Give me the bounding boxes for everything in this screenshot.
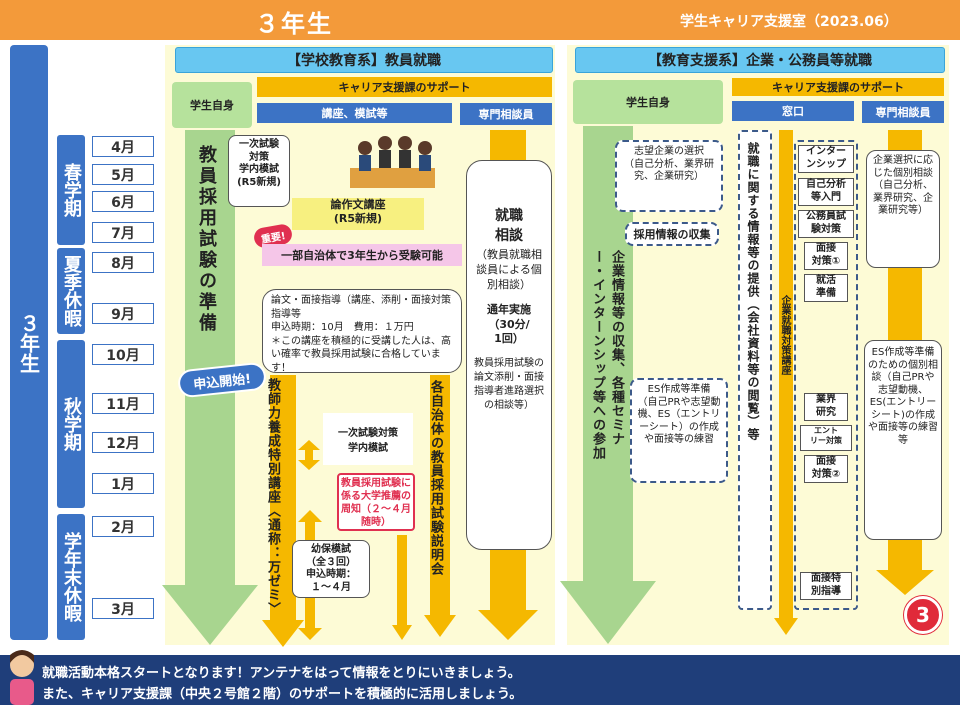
month-label: 2月 [92,516,154,537]
consult-detail: 教員採用試験の論文添削・面接指導者進路選択の相談等） [471,357,547,413]
course-intern: インター ンシップ [798,145,854,173]
course-self-analysis: 自己分析 等入門 [798,178,854,206]
footer-line1: 就職活動本格スタートとなります！アンテナをはって情報をとりにいきましょう。 [42,662,521,681]
info-provide-label: 就職に関する情報等の提供（会社資料等の閲覧）等 [745,142,762,542]
nursery-trial-box: 幼保模試 （全３回） 申込時期： １〜４月 [292,540,370,598]
company-choice-box: 志望企業の選択 （自己分析、業界研究、企業研究） [615,140,723,212]
consultation-card: 就職 相談 （教員就職相談員による個別相談） 通年実施 （30分/ 1回） 教員… [466,160,552,550]
small-orange-arrow [392,535,412,640]
special-course-label: 教師力養成特別講座〈通称：万ゼミ〉 [263,378,282,643]
briefing-label: 各自治体の教員採用試験説明会 [426,380,445,630]
course-civil-service: 公務員試 験対策 [798,210,854,238]
month-label: 11月 [92,393,154,414]
grade-label: ３年生 [10,45,48,640]
double-arrow-icon [298,440,320,470]
recommend-notice: 教員採用試験に係る大学推薦の周知（２〜４月随時） [337,473,415,531]
month-label: 12月 [92,432,154,453]
month-label: 8月 [92,252,154,273]
left-self-label: 学生自身 [172,82,252,128]
interview-bubble: 論文・面接指導（講座、添削・面接対策指導等 申込時期：10月 費用：１万円 ＊こ… [262,289,462,373]
consult-desc: （教員就職相談員による個別相談） [471,248,547,293]
student-avatar-icon [5,645,39,707]
month-label: 3月 [92,598,154,619]
term-winter: 学年末休暇 [57,514,85,640]
page-number-badge: 3 [904,596,942,634]
month-label: 6月 [92,191,154,212]
right-self-label: 学生自身 [573,80,723,124]
es-consult-box: ES作成等準備のための個別相談（自己PRや志望動機、ES(エントリーシート)の作… [864,340,942,540]
course-interview1: 面接 対策① [804,242,848,270]
left-section-title: 【学校教育系】教員就職 [175,47,553,73]
left-counselor-label: 専門相談員 [460,103,552,125]
left-support-label: キャリア支援課のサポート [257,77,552,97]
month-label: 4月 [92,136,154,157]
course-label: 企業就職対策講座 [777,295,792,405]
page-title: ３年生 [255,4,333,39]
right-window-label: 窓口 [732,101,854,121]
consult-title: 就職 相談 [471,207,547,246]
left-main-arrow-label: 教員採用試験の準備 [193,145,219,515]
left-lecture-label: 講座、模試等 [257,103,452,123]
month-label: 5月 [92,164,154,185]
consult-year-round: 通年実施 （30分/ 1回） [471,303,547,348]
trial1-box: 一次試験 対策 学内模試 (R5新規) [228,135,290,207]
month-label: 1月 [92,473,154,494]
course-industry: 業界 研究 [804,393,848,421]
month-label: 10月 [92,344,154,365]
trial2-box: 一次試験対策 学内模試 [323,413,413,465]
info-provide-box: 就職に関する情報等の提供（会社資料等の閲覧）等 [738,130,772,610]
month-label: 7月 [92,222,154,243]
company-consult-box: 企業選択に応じた個別相談（自己分析、業界研究、企業研究等） [866,150,940,268]
term-summer: 夏季休暇 [57,248,85,334]
course-entry: エント リー対策 [800,425,852,451]
term-autumn: 秋学期 [57,340,85,508]
recruit-info-box: 採用情報の収集 [625,222,719,246]
early-exam-notice: 一部自治体で3年生から受験可能 [262,244,462,266]
seminar-people-icon [345,128,440,193]
page-subtitle: 学生キャリア支援室（2023.06） [680,11,898,31]
right-support-label: キャリア支援課のサポート [732,78,944,96]
right-counselor-label: 専門相談員 [862,101,944,123]
course-interview-special: 面接特 別指導 [800,572,852,600]
course-interview2: 面接 対策② [804,455,848,483]
right-section-title: 【教育支援系】企業・公務員等就職 [575,47,945,73]
right-main-arrow-label: 企業情報等の収集、各種セミナー・インターンシップ等への参加 [588,250,626,470]
course-job-prep: 就活 準備 [804,274,848,302]
es-prep-box: ES作成等準備 （自己PRや志望動機、ES（エントリーシート）の作成や面接等の練… [630,378,728,483]
term-spring: 春学期 [57,135,85,245]
month-label: 9月 [92,303,154,324]
essay-course-box: 論作文講座 (R5新規) [292,198,424,230]
footer-line2: また、キャリア支援課（中央２号館２階）のサポートを積極的に活用しましょう。 [42,683,522,702]
